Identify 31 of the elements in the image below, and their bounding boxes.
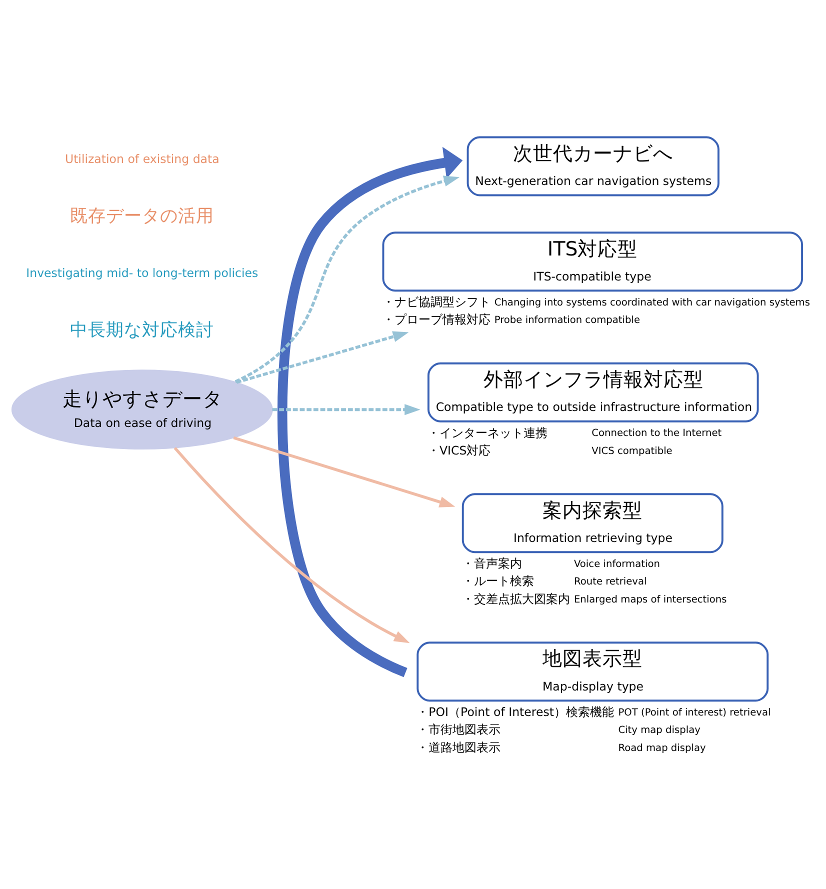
node-label: ・音声案内	[462, 556, 522, 570]
node-label: ・ルート検索	[462, 574, 534, 588]
label: 中長期な対応検討	[70, 320, 214, 340]
arrow	[278, 146, 463, 677]
label: Investigating mid- to long-term policies	[26, 265, 258, 280]
arrow	[272, 404, 420, 415]
label: 既存データの活用	[70, 206, 214, 226]
node-label: ・交差点拡大図案内	[462, 591, 570, 606]
arrow	[234, 175, 460, 383]
label: Utilization of existing data	[64, 151, 220, 166]
node-label: ・市街地図表示	[416, 722, 501, 736]
node-label: ・ナビ協調型シフト	[382, 294, 490, 308]
node-label: Connection to the Internet	[592, 428, 722, 439]
node-label: Road map display	[618, 742, 706, 754]
node-label: VICS compatible	[592, 445, 672, 456]
node-label: POT (Point of interest) retrieval	[618, 706, 771, 718]
node-label: Voice information	[574, 558, 660, 570]
node-label: ・道路地図表示	[416, 740, 501, 754]
node-label: ・POI（Point of Interest）検索機能	[416, 704, 614, 718]
arrow	[236, 330, 409, 384]
node-label: Route retrieval	[574, 576, 647, 588]
arrow	[174, 446, 410, 643]
node-label: ・プローブ情報対応	[382, 312, 490, 326]
node-label: ・VICS対応	[427, 442, 491, 457]
arrow	[233, 436, 456, 507]
node-label: Probe information compatible	[494, 314, 640, 326]
node-label: Enlarged maps of intersections	[574, 594, 727, 605]
node-label: ・インターネット連携	[427, 425, 548, 440]
node-ellipse: 走りやすさデータ Data on ease of driving	[11, 369, 273, 450]
node-label: Changing into systems coordinated with car navigation systems	[494, 296, 810, 308]
node-label: City map display	[618, 724, 700, 736]
